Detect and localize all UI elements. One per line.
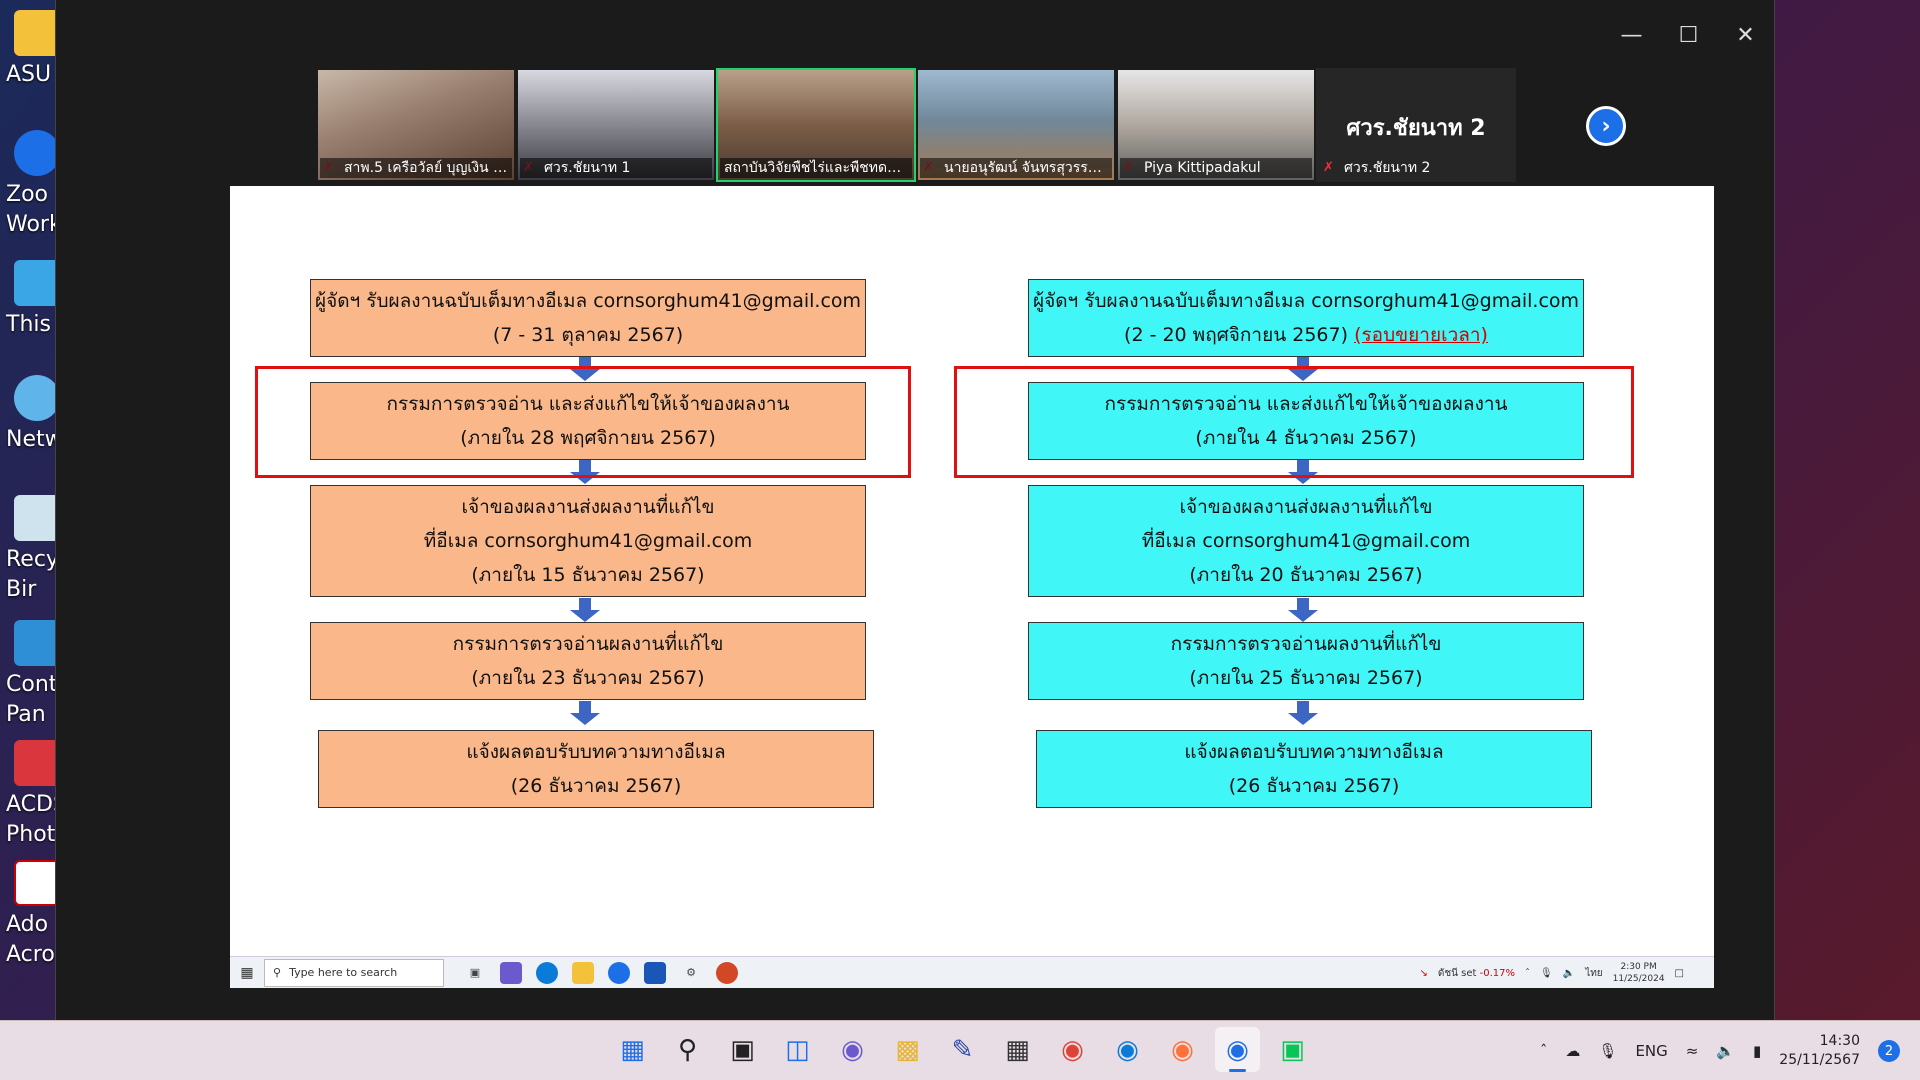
zoom-icon[interactable]: ◉ — [1215, 1027, 1260, 1072]
chat-icon[interactable]: ◉ — [841, 1034, 864, 1065]
flow-box-left-3: เจ้าของผลงานส่งผลงานที่แก้ไข ที่อีเมล co… — [310, 485, 866, 597]
chevron-right-icon: › — [1601, 113, 1611, 139]
participant-tile-active-speaker[interactable]: สถาบันวิจัยพืชไร่และพืชทดแท... — [716, 68, 916, 182]
camera-icon — [14, 740, 60, 786]
search-icon[interactable]: ⚲ — [677, 1034, 698, 1065]
desktop-icon-this-pc[interactable]: This — [0, 260, 60, 340]
participant-tile[interactable]: ✗ สาพ.5 เครือวัลย์ บุญเงิน แ... — [316, 68, 516, 182]
shared-taskbar: ▦ ⚲ Type here to search ▣ ⚙ ↘ ดัชนี set … — [230, 956, 1714, 988]
powerpoint-icon — [716, 961, 738, 984]
taskbar: ▦ ⚲ ▣ ◫ ◉ ▩ ✎ ▦ ◉ ◉ ◉ ◉ ▣ ˆ ☁ 🎙 ENG ≈ 🔈 … — [0, 1020, 1920, 1080]
edge-icon[interactable]: ◉ — [1116, 1034, 1139, 1065]
flow-box-left-2: กรรมการตรวจอ่าน และส่งแก้ไขให้เจ้าของผลง… — [310, 382, 866, 460]
recycle-bin-icon — [14, 495, 60, 541]
folder-icon — [14, 10, 60, 56]
edge-icon — [536, 961, 558, 984]
cloud-icon[interactable]: ☁ — [1565, 1042, 1581, 1060]
desktop-icons: ASU Zoo Work This Netw Recy Bir Cont Pan… — [0, 0, 60, 1020]
zoom-icon — [608, 961, 630, 984]
window-controls: — ☐ ✕ — [1603, 10, 1774, 60]
copilot-icon — [500, 961, 522, 984]
stock-widget: ดัชนี set -0.17% — [1437, 967, 1516, 979]
flow-box-right-3: เจ้าของผลงานส่งผลงานที่แก้ไข ที่อีเมล co… — [1028, 485, 1584, 597]
chrome-icon[interactable]: ◉ — [1061, 1034, 1084, 1065]
flow-box-left-5: แจ้งผลตอบรับบทความทางอีเมล (26 ธันวาคม 2… — [318, 730, 874, 808]
shared-search-box: ⚲ Type here to search — [264, 958, 444, 987]
monitor-icon — [14, 260, 60, 306]
task-view-icon[interactable]: ▣ — [730, 1034, 755, 1065]
minimize-button[interactable]: — — [1620, 22, 1643, 48]
arrow-down-icon — [1288, 598, 1318, 622]
battery-icon[interactable]: ▮ — [1753, 1042, 1762, 1060]
desktop-icon-recycle-bin[interactable]: Recy Bir — [0, 495, 60, 605]
arrow-down-icon — [570, 701, 600, 725]
close-button[interactable]: ✕ — [1736, 22, 1755, 48]
maximize-button[interactable]: ☐ — [1678, 22, 1699, 48]
clock[interactable]: 14:30 25/11/2567 — [1779, 1033, 1860, 1068]
globe-icon — [14, 375, 60, 421]
highlight-frame-right — [954, 366, 1634, 478]
shared-screen: ผู้จัดฯ รับผลงานฉบับเต็มทางอีเมล cornsor… — [230, 186, 1714, 988]
windows-start-icon[interactable]: ▦ — [620, 1034, 645, 1065]
search-icon: ⚲ — [273, 966, 282, 979]
firefox-icon[interactable]: ◉ — [1171, 1034, 1194, 1065]
zoom-window: — ☐ ✕ ✗ สาพ.5 เครือวัลย์ บุญเงิน แ... ✗ … — [55, 0, 1775, 1020]
mic-muted-icon: ✗ — [1323, 160, 1334, 175]
participant-gallery: ✗ สาพ.5 เครือวัลย์ บุญเงิน แ... ✗ ศวร.ชั… — [316, 68, 1516, 182]
wifi-icon[interactable]: ≈ — [1685, 1042, 1699, 1060]
notification-icon: □ — [1674, 967, 1684, 979]
volume-icon[interactable]: 🔈 — [1716, 1042, 1736, 1060]
store-icon[interactable]: ▦ — [1005, 1034, 1030, 1065]
desktop-icon-zoom[interactable]: Zoo Work — [0, 130, 60, 240]
mic-icon: 🎙 — [1540, 967, 1553, 979]
flow-box-right-1: ผู้จัดฯ รับผลงานฉบับเต็มทางอีเมล cornsor… — [1028, 279, 1584, 357]
shared-tray: ↘ ดัชนี set -0.17% ˆ 🎙 🔈 ไทย 2:30 PM 11/… — [1419, 957, 1684, 989]
folder-icon — [572, 961, 594, 984]
file-explorer-icon[interactable]: ▩ — [895, 1034, 920, 1065]
chevron-up-icon: ˆ — [1525, 967, 1531, 979]
flow-box-right-2: กรรมการตรวจอ่าน และส่งแก้ไขให้เจ้าของผลง… — [1028, 382, 1584, 460]
desktop-icon-acrobat[interactable]: Ado Acro — [0, 860, 60, 970]
desktop-icon-asu[interactable]: ASU — [0, 10, 60, 90]
word-icon — [644, 961, 666, 984]
participant-tile[interactable]: ศวร.ชัยนาท 2 ✗ ศวร.ชัยนาท 2 — [1316, 68, 1516, 182]
participant-tile[interactable]: ✗ นายอนุรัฒน์ จันทรสุวรรณ... — [916, 68, 1116, 182]
desktop-icon-network[interactable]: Netw — [0, 375, 60, 455]
control-panel-icon — [14, 620, 60, 666]
desktop-icon-acdsee[interactable]: ACDS Photo — [0, 740, 60, 850]
chevron-up-icon[interactable]: ˆ — [1539, 1042, 1548, 1060]
mic-icon[interactable]: 🎙 — [1598, 1042, 1618, 1060]
arrow-down-icon — [1288, 701, 1318, 725]
pdf-icon — [14, 860, 60, 906]
volume-icon: 🔈 — [1562, 967, 1576, 979]
system-tray: ˆ ☁ 🎙 ENG ≈ 🔈 ▮ 14:30 25/11/2567 2 — [1540, 1021, 1900, 1080]
notification-badge[interactable]: 2 — [1878, 1040, 1900, 1062]
desktop-icon-control-panel[interactable]: Cont Pan — [0, 620, 60, 730]
highlight-frame-left — [255, 366, 911, 478]
flow-box-left-1: ผู้จัดฯ รับผลงานฉบับเต็มทางอีเมล cornsor… — [310, 279, 866, 357]
shared-clock: 2:30 PM 11/25/2024 — [1612, 962, 1665, 984]
task-view-icon: ▣ — [469, 966, 481, 979]
flow-box-right-4: กรรมการตรวจอ่านผลงานที่แก้ไข (ภายใน 25 ธ… — [1028, 622, 1584, 700]
pen-app-icon[interactable]: ✎ — [951, 1034, 974, 1065]
arrow-down-icon — [570, 598, 600, 622]
taskbar-apps: ▦ ⚲ ▣ ◫ ◉ ▩ ✎ ▦ ◉ ◉ ◉ ◉ ▣ — [610, 1027, 1315, 1072]
next-page-button[interactable]: › — [1586, 106, 1626, 146]
shared-taskbar-apps: ▣ ⚙ — [464, 961, 738, 984]
line-icon[interactable]: ▣ — [1280, 1034, 1305, 1065]
language-indicator[interactable]: ENG — [1635, 1042, 1668, 1060]
flow-box-right-5: แจ้งผลตอบรับบทความทางอีเมล (26 ธันวาคม 2… — [1036, 730, 1592, 808]
flow-box-left-4: กรรมการตรวจอ่านผลงานที่แก้ไข (ภายใน 23 ธ… — [310, 622, 866, 700]
widgets-icon[interactable]: ◫ — [785, 1034, 810, 1065]
participant-tile[interactable]: ✗ ศวร.ชัยนาท 1 — [516, 68, 716, 182]
participant-tile[interactable]: ✗ Piya Kittipadakul — [1116, 68, 1316, 182]
windows-start-icon: ▦ — [240, 964, 254, 981]
zoom-icon — [14, 130, 60, 176]
stock-chart-icon: ↘ — [1419, 967, 1428, 979]
settings-gear-icon: ⚙ — [686, 966, 696, 979]
language-indicator: ไทย — [1585, 967, 1603, 979]
